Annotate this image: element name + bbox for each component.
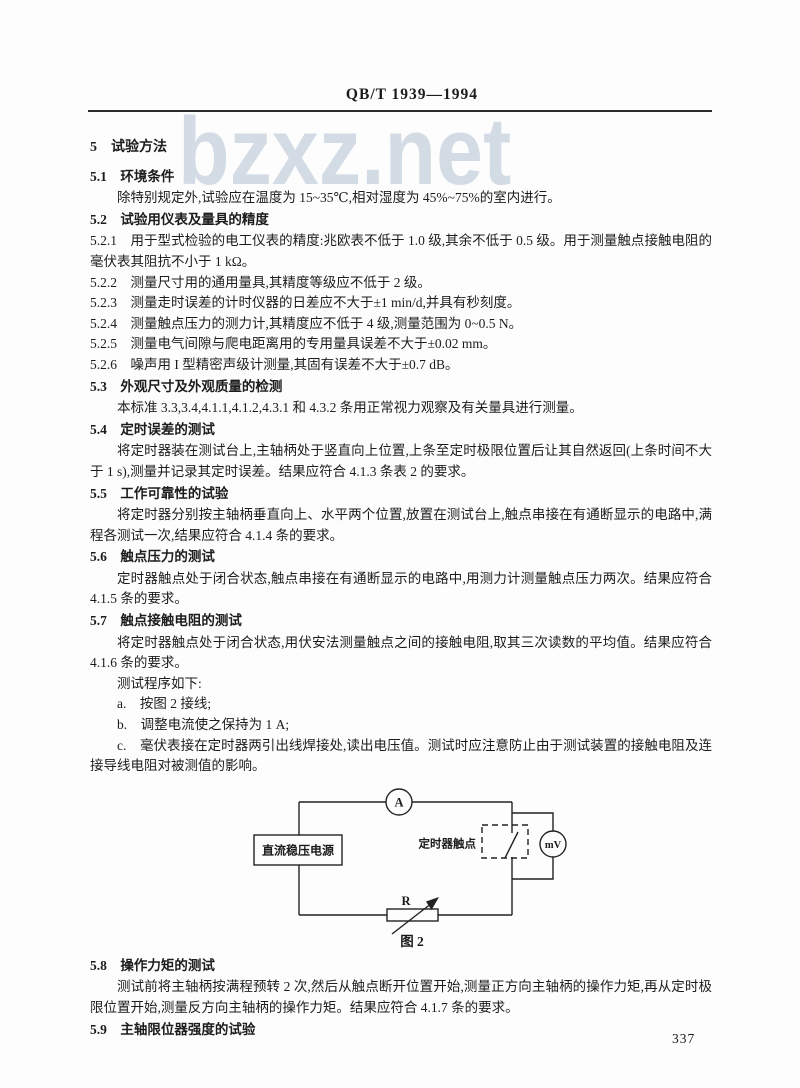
header-rule	[88, 110, 712, 112]
paragraph: c. 毫伏表接在定时器两引出线焊接处,读出电压值。测试时应注意防止由于测试装置的…	[90, 737, 712, 774]
paragraph: 将定时器触点处于闭合状态,用伏安法测量触点之间的接触电阻,取其三次读数的平均值。…	[90, 634, 712, 671]
power-supply-box	[253, 834, 343, 866]
ammeter-label: A	[394, 795, 403, 809]
paragraph: b. 调整电流使之保持为 1 A;	[117, 717, 290, 733]
adjustment-arrow	[391, 902, 433, 935]
section-heading: 5.4 定时误差的测试	[90, 421, 215, 437]
voltmeter-label: mV	[545, 840, 562, 851]
paragraph: 本标准 3.3,3.4,4.1.1,4.1.2,4.3.1 和 4.3.2 条用…	[117, 400, 583, 416]
section-heading: 5.6 触点压力的测试	[90, 549, 215, 565]
paragraph: 将定时器分别按主轴柄垂直向上、水平两个位置,放置在测试台上,触点串接在有通断显示…	[90, 507, 712, 543]
figure-caption: 图 2	[400, 934, 424, 949]
section-heading: 5.9 主轴限位器强度的试验	[90, 1021, 256, 1037]
section-heading: 5.5 工作可靠性的试验	[90, 485, 229, 501]
ammeter-symbol	[385, 788, 413, 816]
clause-paragraph: 5.2.1 用于型式检验的电工仪表的精度:兆欧表不低于 1.0 级,其余不低于 …	[90, 233, 712, 269]
section-heading: 5.8 操作力矩的测试	[90, 957, 215, 973]
circuit-diagram: A 直流稳压电源 定时器触点 mV R 图 2	[253, 788, 567, 949]
section-heading: 5.2 试验用仪表及量具的精度	[90, 211, 269, 227]
section-heading: 5.7 触点接触电阻的测试	[90, 613, 242, 629]
section-heading: 5 试验方法	[90, 140, 167, 155]
paragraph: 将定时器装在测试台上,主轴柄处于竖直向上位置,上条至定时极限位置后让其自然返回(…	[90, 443, 712, 479]
standard-code-header: QB/T 1939—1994	[345, 86, 479, 103]
clause-paragraph: 5.2.4 测量触点压力的测力计,其精度应不低于 4 级,测量范围为 0~0.5…	[90, 315, 523, 331]
text-flow-bottom: 5.8 操作力矩的测试测试前将主轴柄按满程预转 2 次,然后从触点断开位置开始,…	[90, 956, 712, 1040]
clause-paragraph: 5.2.6 噪声用 I 型精密声级计测量,其固有误差不大于±0.7 dB。	[90, 356, 459, 372]
circuit-wire	[512, 812, 554, 831]
resistor-symbol	[386, 908, 439, 922]
paragraph: 测试程序如下:	[117, 675, 202, 691]
clause-paragraph: 5.2.2 测量尺寸用的通用量具,其精度等级应不低于 2 级。	[90, 274, 431, 290]
clause-paragraph: 5.2.3 测量走时误差的计时仪器的日差应不大于±1 min/d,并具有秒刻度。	[90, 295, 521, 311]
timer-contact-label: 定时器触点	[419, 836, 477, 850]
circuit-diagram-figure: A 直流稳压电源 定时器触点 mV R 图 2	[90, 785, 712, 955]
adjustment-arrowhead	[426, 896, 439, 910]
text-flow-top: 5 试验方法 5.1 环境条件除特别规定外,试验应在温度为 15~35℃,相对湿度…	[90, 138, 712, 777]
circuit-wire	[512, 856, 554, 880]
timer-contact-box	[481, 824, 529, 859]
section-heading: 5.3 外观尺寸及外观质量的检测	[90, 378, 283, 394]
resistor-label: R	[401, 894, 411, 908]
voltmeter-symbol	[539, 830, 567, 858]
paragraph: 除特别规定外,试验应在温度为 15~35℃,相对湿度为 45%~75%的室内进行…	[117, 190, 561, 206]
section-heading: 5.1 环境条件	[90, 168, 175, 184]
page-number: 337	[672, 1031, 696, 1046]
paragraph: a. 按图 2 接线;	[117, 696, 212, 712]
power-supply-label: 直流稳压电源	[262, 842, 334, 857]
clause-paragraph: 5.2.5 测量电气间隙与爬电距离用的专用量具误差不大于±0.02 mm。	[90, 336, 497, 352]
switch-blade	[504, 831, 519, 859]
document-body: 5 试验方法 5.1 环境条件除特别规定外,试验应在温度为 15~35℃,相对湿度…	[90, 134, 712, 1041]
paragraph: 定时器触点处于闭合状态,触点串接在有通断显示的电路中,用测力计测量触点压力两次。…	[90, 570, 712, 607]
paragraph: 测试前将主轴柄按满程预转 2 次,然后从触点断开位置开始,测量正方向主轴柄的操作…	[90, 979, 712, 1015]
watermark-text: bzxz.net	[178, 98, 512, 205]
